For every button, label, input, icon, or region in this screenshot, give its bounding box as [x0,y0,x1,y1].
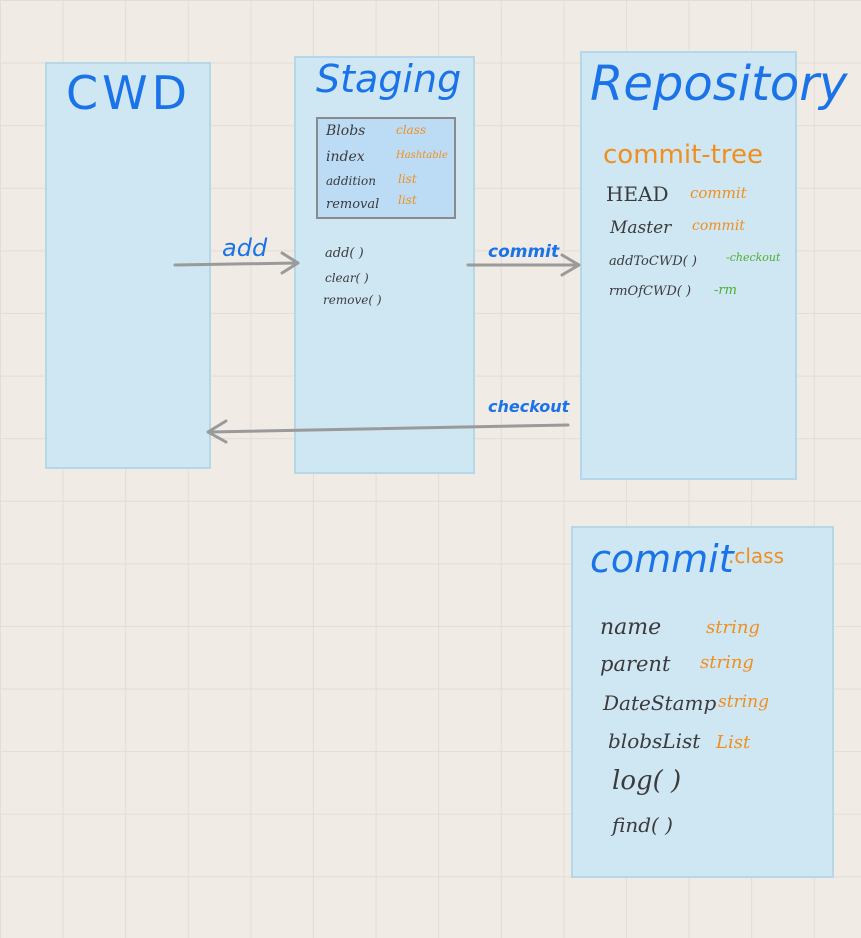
repository-method: rmOfCWD( ) [609,284,692,299]
commit-method: log( ) [612,766,682,796]
commit-field-type: string [718,692,769,712]
commit-field-type: List [716,732,751,753]
commit-class-title: commit [590,537,734,581]
cwd-title: CWD [66,66,192,120]
repository-method-note: -rm [714,283,737,298]
add-arrow [173,251,300,275]
repository-panel [580,51,797,480]
staging-field-type: list [398,193,417,207]
repository-method-note: -checkout [726,251,781,264]
checkout-arrow-label: checkout [488,397,570,416]
staging-field-name: Blobs [326,123,366,139]
staging-method: clear( ) [325,271,369,285]
commit-arrow-label: commit [488,242,560,262]
repository-field-type: commit [690,184,747,202]
commit-class-panel [571,526,834,878]
checkout-arrow [206,419,570,444]
commit-field-name: DateStamp [603,691,717,715]
staging-field-type: class [396,123,427,137]
staging-method: add( ) [325,246,364,261]
commit-tree-label: commit-tree [603,140,763,170]
staging-title: Staging [316,57,462,101]
commit-class-suffix: .class [728,544,785,568]
commit-field-name: blobsList [608,729,701,753]
commit-field-type: string [706,617,760,638]
add-arrow-label: add [222,234,268,262]
commit-field-name: parent [600,652,671,676]
commit-field-name: name [600,615,662,640]
repository-field-name: Master [610,218,672,238]
staging-field-type: list [398,172,417,186]
staging-field-type: Hashtable [396,150,448,161]
commit-field-type: string [700,652,754,673]
staging-field-name: addition [326,174,376,188]
repository-method: addToCWD( ) [609,254,697,269]
commit-method: find( ) [612,813,673,837]
repository-title: Repository [590,56,848,112]
staging-field-name: index [326,149,365,165]
staging-method: remove( ) [323,293,382,307]
commit-arrow [466,253,581,277]
staging-fields-box [316,117,456,219]
staging-field-name: removal [326,197,380,212]
repository-field-type: commit [692,218,745,234]
repository-field-name: HEAD [606,182,669,206]
